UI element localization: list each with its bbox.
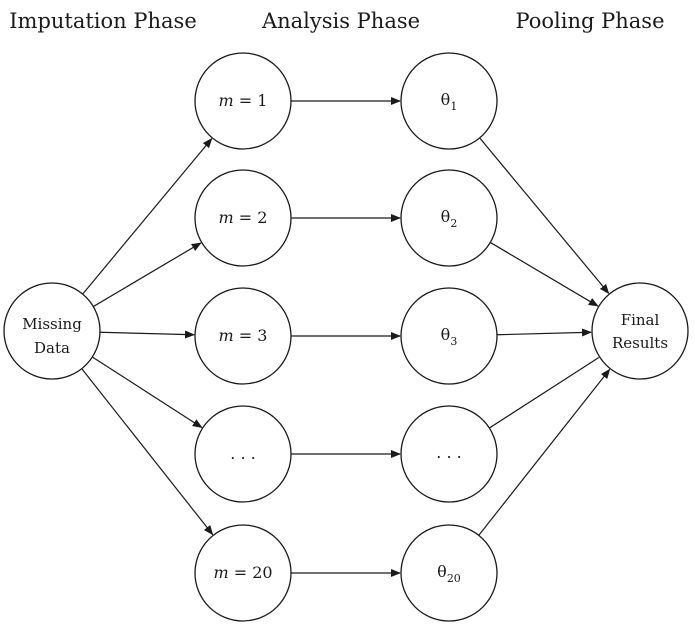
estimate-symbol: θ	[441, 207, 451, 226]
estimate-label: . . .	[436, 443, 461, 462]
edge-estimate-to-results-3	[496, 328, 593, 337]
estimate-label: θ20	[437, 562, 461, 585]
final-results-label-line1: Final	[621, 311, 660, 329]
edge-data-to-imputation-2	[93, 242, 202, 308]
imputation-variable: m	[213, 563, 228, 582]
imputation-label: m = 20	[213, 563, 272, 582]
imputation-equals: =	[234, 208, 258, 227]
edges	[81, 97, 611, 577]
analysis-phase-title: Analysis Phase	[261, 9, 420, 33]
imputation-node: m = 2	[194, 169, 292, 267]
imputation-number: 20	[252, 563, 272, 582]
imputation-variable: m	[219, 91, 234, 110]
edge-estimate-to-results-1	[479, 137, 610, 295]
imputation-label: m = 1	[219, 91, 268, 110]
imputation-node: m = 3	[194, 287, 292, 385]
final-results-node: Final Results	[591, 282, 689, 380]
estimate-symbol: θ	[437, 562, 447, 581]
estimate-label: θ3	[441, 325, 458, 348]
estimate-symbol: θ	[441, 90, 451, 109]
edge-estimate-to-results-5	[478, 368, 611, 536]
estimate-subscript: 2	[450, 217, 457, 230]
estimate-subscript: 20	[447, 572, 461, 585]
estimate-node: θ20	[400, 524, 498, 622]
imputation-label: m = 2	[219, 208, 268, 227]
edge-data-to-imputation-3	[99, 330, 196, 339]
imputation-number: 2	[257, 208, 267, 227]
pooling-phase-title: Pooling Phase	[515, 9, 664, 33]
missing-data-label-line2: Data	[34, 339, 70, 357]
imputation-variable: m	[219, 326, 234, 345]
estimate-label: θ2	[441, 207, 458, 230]
imputation-phase-title: Imputation Phase	[9, 9, 197, 33]
imputation-variable: m	[219, 208, 234, 227]
estimate-subscript: 1	[450, 100, 457, 113]
imputation-number: 1	[257, 91, 267, 110]
missing-data-node: Missing Data	[3, 282, 101, 380]
imputation-equals: =	[234, 91, 258, 110]
imputation-node: m = 20	[194, 524, 292, 622]
estimate-label: θ1	[441, 90, 458, 113]
edge-data-to-imputation-4	[92, 356, 203, 429]
estimate-symbol: . . .	[436, 443, 461, 462]
estimate-node: θ2	[400, 169, 498, 267]
edge-estimate-to-results-4	[489, 357, 600, 429]
estimate-node: θ1	[400, 52, 498, 150]
imputation-equals: =	[234, 326, 258, 345]
estimate-subscript: 3	[450, 335, 457, 348]
estimate-node: θ3	[400, 287, 498, 385]
imputation-label: . . .	[230, 444, 255, 463]
missing-data-label-line1: Missing	[22, 315, 82, 333]
final-results-label-line2: Results	[612, 334, 668, 352]
edge-data-to-imputation-5	[81, 368, 214, 536]
imputation-equals: =	[229, 563, 253, 582]
edge-data-to-imputation-1	[82, 137, 213, 295]
imputation-node: . . .	[194, 405, 292, 503]
imputation-nodes: m = 1m = 2m = 3. . .m = 20	[194, 52, 292, 622]
estimate-symbol: θ	[441, 325, 451, 344]
imputation-number: 3	[257, 326, 267, 345]
estimate-node: . . .	[400, 405, 498, 503]
imputation-node: m = 1	[194, 52, 292, 150]
edge-estimate-to-results-2	[490, 241, 599, 307]
imputation-label: m = 3	[219, 326, 268, 345]
